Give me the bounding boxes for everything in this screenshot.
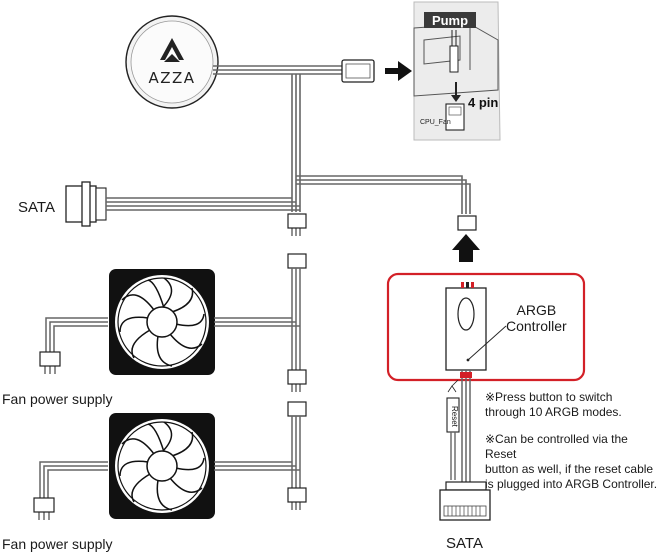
sata-bottom-label: SATA [446,535,483,552]
fan-2-power-connector [33,497,55,513]
argb-controller-label: ARGB Controller [506,302,567,334]
pin-label: 4 pin [468,95,498,110]
fan-1-argb-chain [287,253,307,392]
pump-label: Pump [432,13,468,28]
arrow-to-pump-icon [385,61,412,81]
fan-1-power-connector [39,351,61,367]
reset-cable [446,397,460,480]
controller-button [457,297,475,331]
trunk-connector [287,213,307,229]
fan-1-cable [45,317,300,352]
argb-controller-highlight [386,272,586,382]
argb-output-connector [457,215,477,231]
argb-controller [445,282,507,371]
note-reset-control: ※Can be controlled via the Reset button … [485,432,658,491]
cpu-fan-header-label: CPU_Fan [420,119,451,126]
pump-header-inset: Pump 4 pin CPU_Fan [413,1,501,141]
azza-pump-logo: AZZA [125,15,219,109]
fan-2-argb-chain [287,401,307,510]
sata-cable [106,197,300,211]
fan-2 [108,412,216,520]
fan-supply-2-label: Fan power supply [2,536,113,552]
fan-2-cable [39,461,300,498]
pump-cable [213,65,342,212]
argb-cable [296,175,471,214]
controller-plug-marker [460,372,472,378]
sata-left-label: SATA [18,199,55,216]
fan-supply-1-label: Fan power supply [2,391,113,407]
reset-label: Reset [450,405,459,427]
sata-connector-bottom [439,481,491,521]
pump-connector [341,59,375,83]
sata-connector-left [65,181,107,227]
arrow-up-icon [452,234,480,262]
fan-1 [108,268,216,376]
logo-text: AZZA [148,69,195,87]
note-press-button: ※Press button to switch through 10 ARGB … [485,390,622,419]
controller-bottom-cable [461,370,471,482]
